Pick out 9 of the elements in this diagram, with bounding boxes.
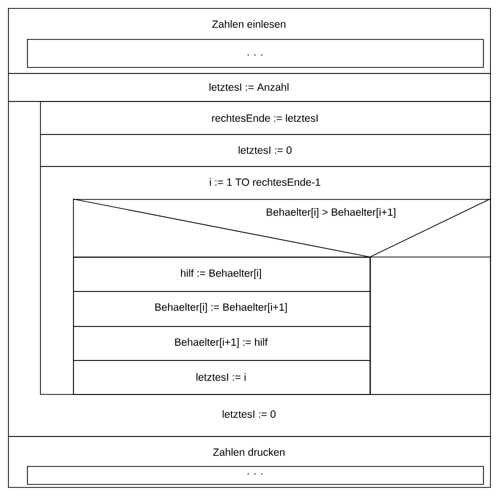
process-block: hilf := Behaelter[i] — [73, 257, 371, 292]
process-block: rechtesEnde := letztesI — [40, 101, 491, 135]
process-block: letztesI := Anzahl — [8, 73, 491, 102]
ellipsis-box: . . . — [27, 39, 484, 68]
process-block: letztesI := 0 — [40, 134, 491, 167]
process-block: Behaelter[i] := Behaelter[i+1] — [73, 291, 371, 327]
ellipsis-box: . . . — [27, 466, 484, 485]
process-block: letztesI := i — [73, 360, 371, 395]
process-block: Behaelter[i+1] := hilf — [73, 326, 371, 361]
